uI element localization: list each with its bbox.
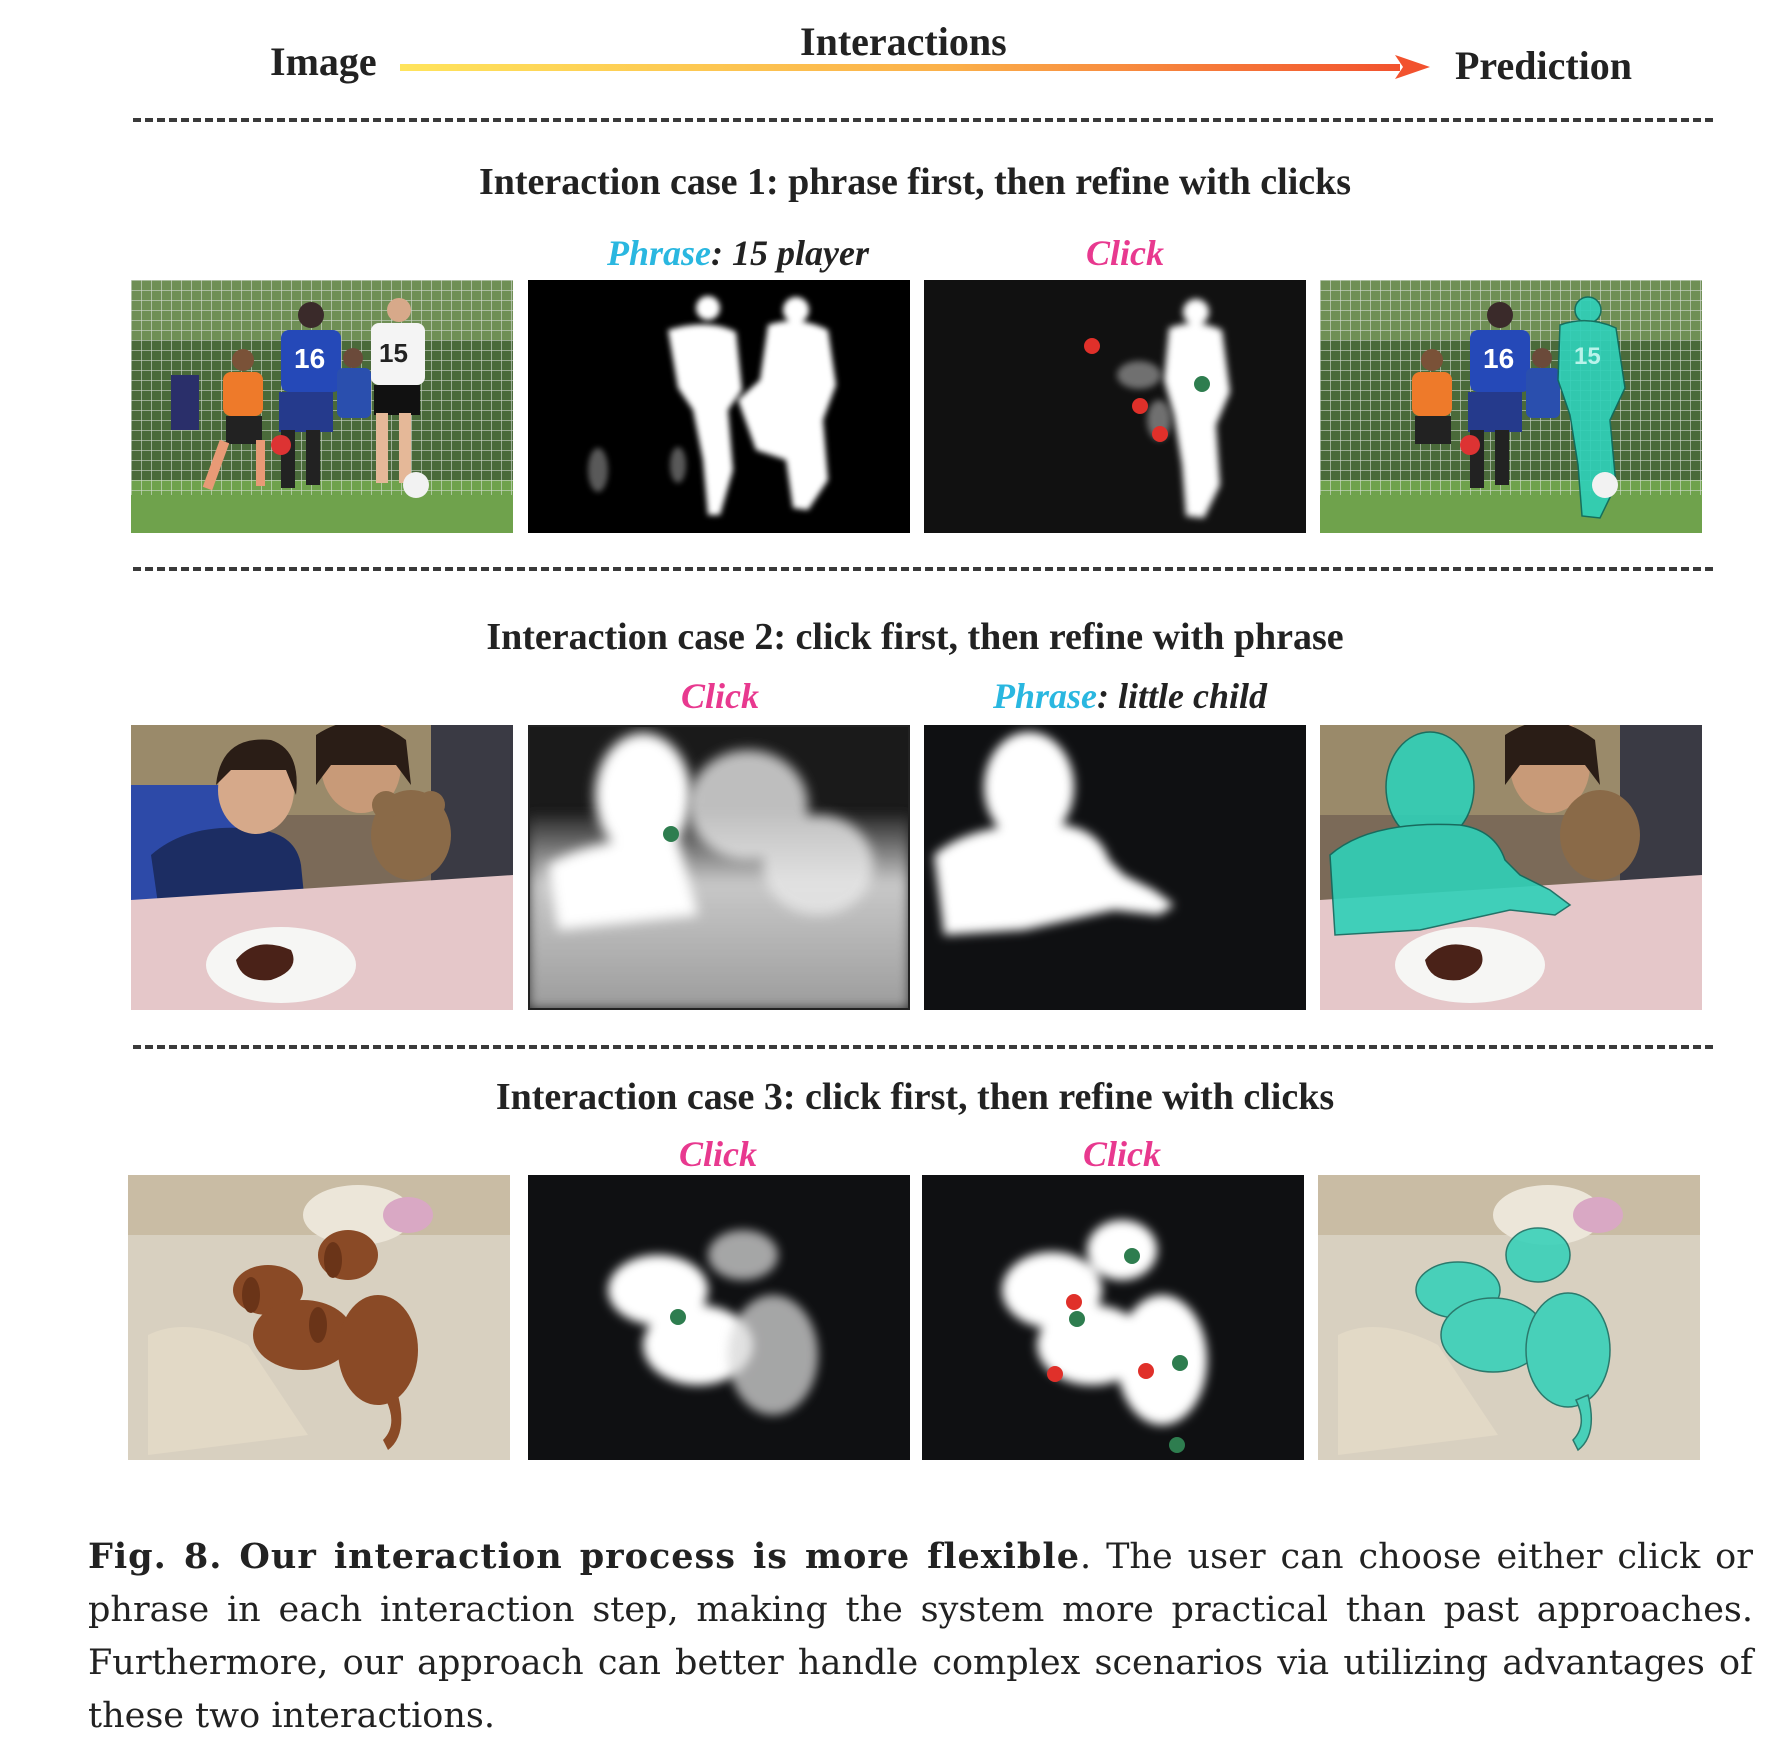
case-2-prediction	[1320, 725, 1702, 1010]
phrase-keyword: Phrase	[993, 676, 1098, 716]
figure-caption: Fig. 8. Our interaction process is more …	[88, 1530, 1753, 1743]
phrase-text: : little child	[1097, 676, 1267, 716]
case-2-title: Interaction case 2: click first, then re…	[486, 616, 1344, 658]
positive-click-dot	[1169, 1437, 1185, 1453]
caption-body: . The user can choose either click or ph…	[88, 1537, 1753, 1736]
case-1-input-image: 16 15	[131, 280, 513, 533]
case-3-input-image	[128, 1175, 510, 1460]
player-16: 16	[279, 302, 341, 488]
soccer-ball	[403, 472, 429, 498]
positive-click-dot	[1124, 1248, 1140, 1264]
positive-click-dot	[1069, 1311, 1085, 1327]
positive-click-dot	[670, 1309, 686, 1325]
case-3-mask-2	[922, 1175, 1304, 1460]
player-blue-small	[337, 348, 371, 418]
case-1-prediction: 16 15	[1320, 280, 1702, 533]
goalkeeper	[171, 375, 199, 430]
caption-lead: Fig. 8. Our interaction process is more …	[88, 1536, 1080, 1577]
case-3-step-2-label: Click	[1083, 1134, 1161, 1174]
case-1-mask-1	[528, 280, 910, 533]
svg-text:15: 15	[1574, 343, 1601, 370]
section-divider	[133, 118, 1713, 122]
segmentation-overlay	[1557, 296, 1626, 519]
negative-click-dot	[1066, 1294, 1082, 1310]
case-2-step-1-label: Click	[681, 676, 759, 716]
case-2-input-image	[131, 725, 513, 1010]
negative-click-dot	[1047, 1366, 1063, 1382]
section-divider	[133, 1045, 1713, 1049]
image-header-label: Image	[270, 39, 377, 84]
negative-click-dot	[1138, 1363, 1154, 1379]
section-divider	[133, 567, 1713, 571]
segmentation-overlay	[1329, 731, 1572, 936]
positive-click-dot	[1194, 376, 1210, 392]
svg-text:16: 16	[1483, 343, 1514, 374]
case-1-step-2-label: Click	[1086, 233, 1164, 273]
case-2-mask-1	[528, 725, 910, 1010]
case-3-step-1-label: Click	[679, 1134, 757, 1174]
case-2-mask-2	[924, 725, 1306, 1010]
player-15: 15	[371, 298, 425, 483]
phrase-text: : 15 player	[711, 233, 869, 273]
interaction-flow-arrow	[400, 55, 1430, 79]
case-3-title: Interaction case 3: click first, then re…	[495, 1076, 1335, 1118]
negative-click-dot	[1084, 338, 1100, 354]
segmentation-overlay	[1415, 1227, 1611, 1452]
interactions-header-label: Interactions	[800, 19, 1007, 64]
case-3-prediction	[1318, 1175, 1700, 1460]
svg-text:16: 16	[294, 343, 325, 374]
negative-click-dot	[1152, 426, 1168, 442]
case-1-title: Interaction case 1: phrase first, then r…	[478, 161, 1352, 203]
prediction-header-label: Prediction	[1455, 43, 1633, 88]
case-3-mask-1	[528, 1175, 910, 1460]
ball-red	[271, 435, 291, 455]
case-2-step-2-label: Phrase: little child	[930, 675, 1330, 717]
positive-click-dot	[663, 826, 679, 842]
case-1-mask-2	[924, 280, 1306, 533]
positive-click-dot	[1172, 1355, 1188, 1371]
case-1-step-1-label: Phrase: 15 player	[538, 232, 938, 274]
player-orange	[202, 349, 265, 491]
svg-text:15: 15	[379, 338, 408, 368]
phrase-keyword: Phrase	[607, 233, 712, 273]
negative-click-dot	[1132, 398, 1148, 414]
